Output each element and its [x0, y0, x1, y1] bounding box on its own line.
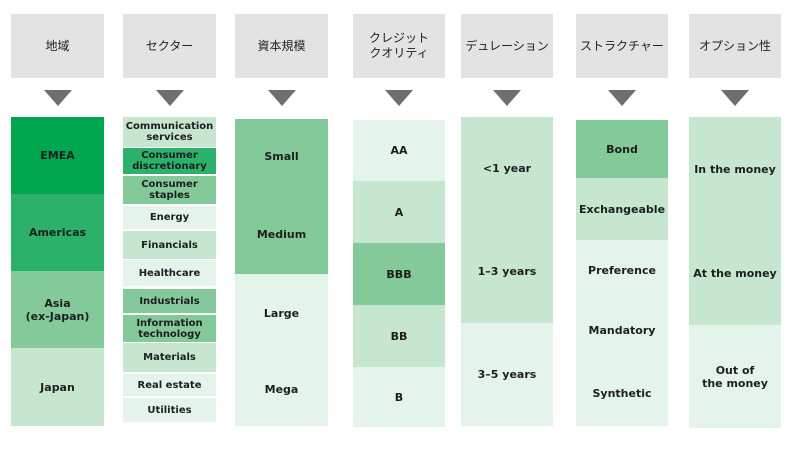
down-arrow-icon	[155, 90, 184, 106]
category-cell: Medium	[235, 194, 328, 274]
column-header: 資本規模	[235, 14, 328, 78]
category-cell: Large	[235, 274, 328, 352]
column-header: セクター	[123, 14, 216, 78]
category-cell: Financials	[123, 231, 216, 259]
category-cell: Utilities	[123, 398, 216, 422]
down-arrow-icon	[493, 90, 521, 106]
down-arrow-icon	[43, 90, 72, 106]
category-cell: Out of the money	[689, 325, 781, 428]
category-cell: Mandatory	[576, 300, 668, 360]
category-cell: BBB	[353, 243, 445, 305]
category-cell: Exchangeable	[576, 178, 668, 240]
column-header: クレジット クオリティ	[353, 14, 445, 78]
category-cell: Americas	[11, 194, 104, 271]
down-arrow-icon	[721, 90, 749, 106]
category-cell: 1–3 years	[461, 220, 553, 323]
category-cell: Consumer discretionary	[123, 148, 216, 174]
category-cell: BB	[353, 305, 445, 367]
category-cell: Small	[235, 119, 328, 194]
down-arrow-icon	[385, 90, 413, 106]
category-cell: Industrials	[123, 289, 216, 313]
category-cell: Bond	[576, 120, 668, 178]
category-cell: <1 year	[461, 117, 553, 220]
category-cell: Japan	[11, 348, 104, 426]
down-arrow-icon	[267, 90, 296, 106]
column-header: ストラクチャー	[576, 14, 668, 78]
category-cell: Materials	[123, 343, 216, 372]
category-cell: Mega	[235, 352, 328, 426]
category-cell: Consumer staples	[123, 176, 216, 204]
category-cell: Synthetic	[576, 360, 668, 426]
column-header: 地域	[11, 14, 104, 78]
category-cell: Information technology	[123, 315, 216, 342]
category-cell: In the money	[689, 117, 781, 221]
category-cell: Healthcare	[123, 260, 216, 286]
category-cell: Real estate	[123, 374, 216, 396]
category-cell: Preference	[576, 240, 668, 300]
column-header: デュレーション	[461, 14, 553, 78]
category-cell: AA	[353, 120, 445, 181]
category-cell: Energy	[123, 206, 216, 229]
category-cell: EMEA	[11, 117, 104, 194]
category-cell: A	[353, 181, 445, 243]
category-cell: 3–5 years	[461, 323, 553, 426]
column-header: オプション性	[689, 14, 781, 78]
category-cell: Asia (ex-Japan)	[11, 271, 104, 348]
category-cell: Communication services	[123, 117, 216, 147]
category-cell: At the money	[689, 221, 781, 325]
down-arrow-icon	[608, 90, 636, 106]
category-cell: B	[353, 367, 445, 427]
